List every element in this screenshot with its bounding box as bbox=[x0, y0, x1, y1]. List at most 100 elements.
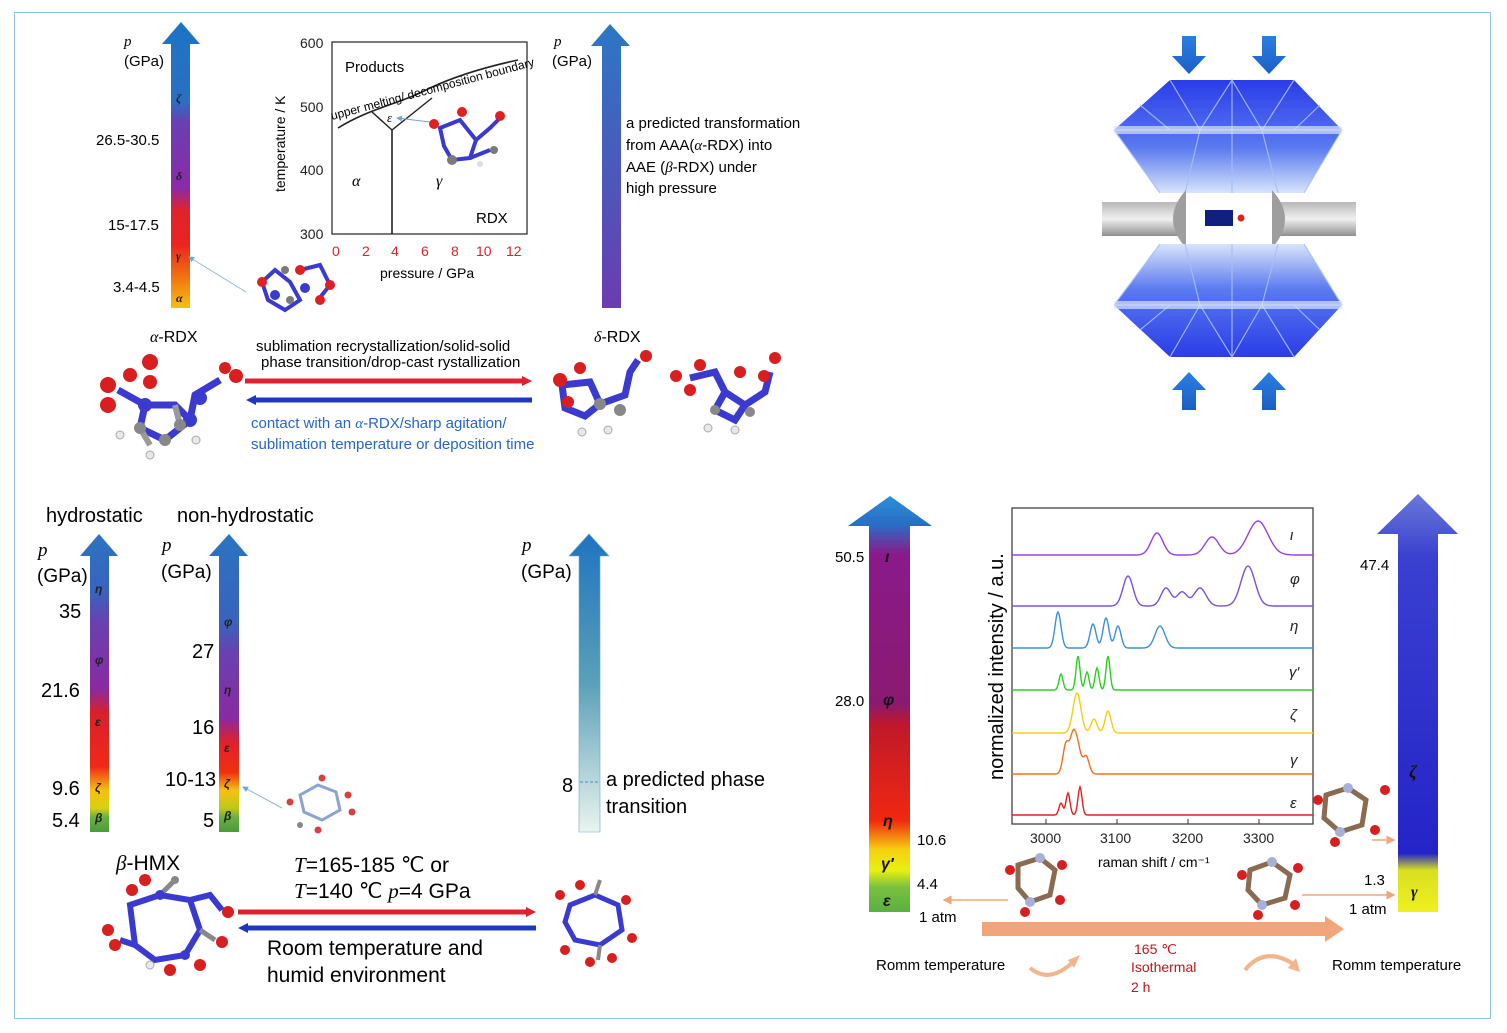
right-tick-1-atm: 1 atm bbox=[1349, 901, 1387, 918]
phase-xtick-2: 2 bbox=[362, 243, 370, 259]
left-phase-eta: η bbox=[883, 813, 893, 830]
ruby-marker bbox=[1237, 214, 1245, 222]
right-phase-zeta: ζ bbox=[1409, 762, 1418, 782]
phase-ytick-600: 600 bbox=[300, 35, 324, 51]
raman-label-phi: φ bbox=[1290, 571, 1300, 588]
phase-xtick-8: 8 bbox=[451, 243, 459, 259]
hydro-phase-phi: φ bbox=[95, 653, 104, 667]
raman-right-arrow: 47.4 1.3 1 atm ζ γ bbox=[1349, 494, 1458, 918]
delta-rdx-molecule-image-1 bbox=[553, 350, 652, 437]
hydro-gpa-label: (GPa) bbox=[37, 566, 88, 587]
delta-rdx-molecule-image-2 bbox=[670, 352, 781, 435]
right-tick-1-3: 1.3 bbox=[1364, 872, 1385, 889]
rdx-phase-gamma: γ bbox=[176, 249, 181, 263]
raman-molecule-mid-image bbox=[1237, 857, 1303, 920]
hmx-forward-line1: T=165-185 ℃ or bbox=[294, 853, 449, 877]
nonhydro-p-label: p bbox=[160, 535, 172, 556]
nonhydro-tick-5: 5 bbox=[203, 810, 214, 832]
rdx-phase-delta: δ bbox=[176, 169, 182, 183]
nonhydro-tick-16: 16 bbox=[192, 717, 214, 739]
left-phase-gamma-prime: γ′ bbox=[881, 856, 895, 873]
rdx2-pred-line4: high pressure bbox=[626, 180, 717, 197]
nonhydro-phase-beta: β bbox=[223, 809, 232, 823]
left-tick-10-6: 10.6 bbox=[917, 832, 946, 849]
left-tick-1-atm: 1 atm bbox=[919, 909, 957, 926]
hydro-phase-beta: β bbox=[94, 811, 103, 825]
rdx-tick-3: 3.4-4.5 bbox=[113, 279, 160, 296]
raman-spectrum-line-2 bbox=[1012, 610, 1313, 649]
delta-rdx-label: δ-RDX bbox=[594, 329, 641, 346]
nonhydro-tick-27: 27 bbox=[192, 641, 214, 663]
rdx-gpa-label: (GPa) bbox=[124, 53, 164, 70]
left-tick-50-5: 50.5 bbox=[835, 549, 864, 566]
pred-text-line2: transition bbox=[606, 796, 687, 818]
raman-molecule-left-image bbox=[1005, 853, 1067, 917]
hydro-tick-35: 35 bbox=[59, 601, 81, 623]
raman-label-gamma: γ bbox=[1290, 752, 1299, 769]
raman-label-epsilon: ε bbox=[1290, 795, 1297, 812]
room-temp-right: Romm temperature bbox=[1332, 957, 1461, 974]
rdx-tick-2: 15-17.5 bbox=[108, 217, 159, 234]
nonhydro-phase-zeta: ζ bbox=[224, 777, 231, 791]
alpha-rdx-label: α-RDX bbox=[150, 329, 198, 346]
pressure-arrows bbox=[1172, 36, 1286, 410]
nonhydro-gpa-label: (GPa) bbox=[161, 562, 212, 583]
hydro-phase-zeta: ζ bbox=[95, 781, 102, 795]
raman-molecule-right-image bbox=[1313, 783, 1390, 847]
hydrostatic-arrow: p (GPa) 35 21.6 9.6 5.4 η φ ε ζ β bbox=[36, 534, 118, 832]
pred-p-label: p bbox=[520, 535, 532, 556]
hydro-tick-9-6: 9.6 bbox=[52, 778, 80, 800]
hydro-p-label: p bbox=[36, 540, 48, 561]
phase-ylabel: temperature / K bbox=[272, 95, 288, 192]
phase-alpha-label: α bbox=[352, 173, 361, 190]
phase-ytick-500: 500 bbox=[300, 99, 324, 115]
nonhydro-phase-epsilon: ε bbox=[224, 741, 230, 755]
rdx-forward-line1: sublimation recrystallization/solid-soli… bbox=[256, 338, 510, 355]
raman-label-gamma-prime: γ′ bbox=[1289, 664, 1301, 681]
phase-xtick-4: 4 bbox=[391, 243, 399, 259]
cond-temperature: 165 ℃ bbox=[1134, 941, 1177, 957]
rdx-reverse-line2: sublimation temperature or deposition ti… bbox=[251, 436, 534, 453]
left-phase-phi: φ bbox=[883, 692, 894, 709]
rdx2-p-label: p bbox=[553, 34, 562, 50]
raman-spectrum-line-6 bbox=[1012, 784, 1313, 816]
raman-xtick-3100: 3100 bbox=[1100, 830, 1131, 846]
pred-gpa-label: (GPa) bbox=[521, 562, 572, 583]
phase-xtick-10: 10 bbox=[476, 243, 492, 259]
hmx-forward-line2: T=140 ℃ p=4 GPa bbox=[294, 879, 471, 903]
raman-left-arrow: 50.5 28.0 10.6 4.4 1 atm ι φ η γ′ ε bbox=[835, 496, 957, 926]
raman-spectrum-line-1 bbox=[1012, 565, 1313, 607]
hmx-reverse-line1: Room temperature and bbox=[267, 937, 483, 960]
phase-epsilon-label: ε bbox=[387, 110, 393, 125]
rdx-phase-zeta: ζ bbox=[176, 91, 182, 105]
raman-spectrum-line-5 bbox=[1012, 728, 1313, 775]
nonhydro-phase-eta: η bbox=[224, 683, 231, 697]
left-gasket bbox=[1102, 202, 1186, 236]
rdx-tick-1: 26.5-30.5 bbox=[96, 132, 159, 149]
heating-arrow bbox=[982, 916, 1344, 942]
hydro-tick-21-6: 21.6 bbox=[41, 680, 80, 702]
non-hydrostatic-label: non-hydrostatic bbox=[177, 505, 314, 527]
rdx-forward-line2: phase transition/drop-cast rystallizatio… bbox=[261, 354, 520, 371]
diamond-anvil-cell-image bbox=[1096, 30, 1366, 440]
phase-xlabel: pressure / GPa bbox=[380, 265, 474, 281]
raman-spectrum-line-0 bbox=[1012, 520, 1313, 556]
raman-label-zeta: ζ bbox=[1290, 707, 1298, 724]
rdx-p-label: p bbox=[123, 34, 132, 50]
gamma-rdx-molecule-image bbox=[257, 262, 335, 313]
hmx-predicted-arrow: p (GPa) 8 a predicted phase transition bbox=[520, 533, 765, 833]
hmx-reverse-line2: humid environment bbox=[267, 964, 446, 987]
left-phase-iota: ι bbox=[885, 549, 890, 566]
rdx-pressure-arrow: p (GPa) 26.5-30.5 15-17.5 3.4-4.5 ζ δ γ … bbox=[96, 22, 247, 308]
left-tick-4-4: 4.4 bbox=[917, 876, 938, 893]
epsilon-rdx-molecule-image bbox=[429, 107, 505, 167]
raman-panel: 50.5 28.0 10.6 4.4 1 atm ι φ η γ′ ε 47.4… bbox=[835, 494, 1461, 995]
nonhydro-phase-phi: φ bbox=[224, 615, 233, 629]
raman-xlabel: raman shift / cm⁻¹ bbox=[1098, 854, 1210, 870]
right-tick-47-4: 47.4 bbox=[1360, 557, 1389, 574]
beta-hmx-label: β-HMX bbox=[115, 851, 180, 875]
phase-xtick-6: 6 bbox=[421, 243, 429, 259]
right-phase-gamma: γ bbox=[1411, 884, 1418, 901]
hmx-product-molecule-image bbox=[555, 879, 637, 967]
